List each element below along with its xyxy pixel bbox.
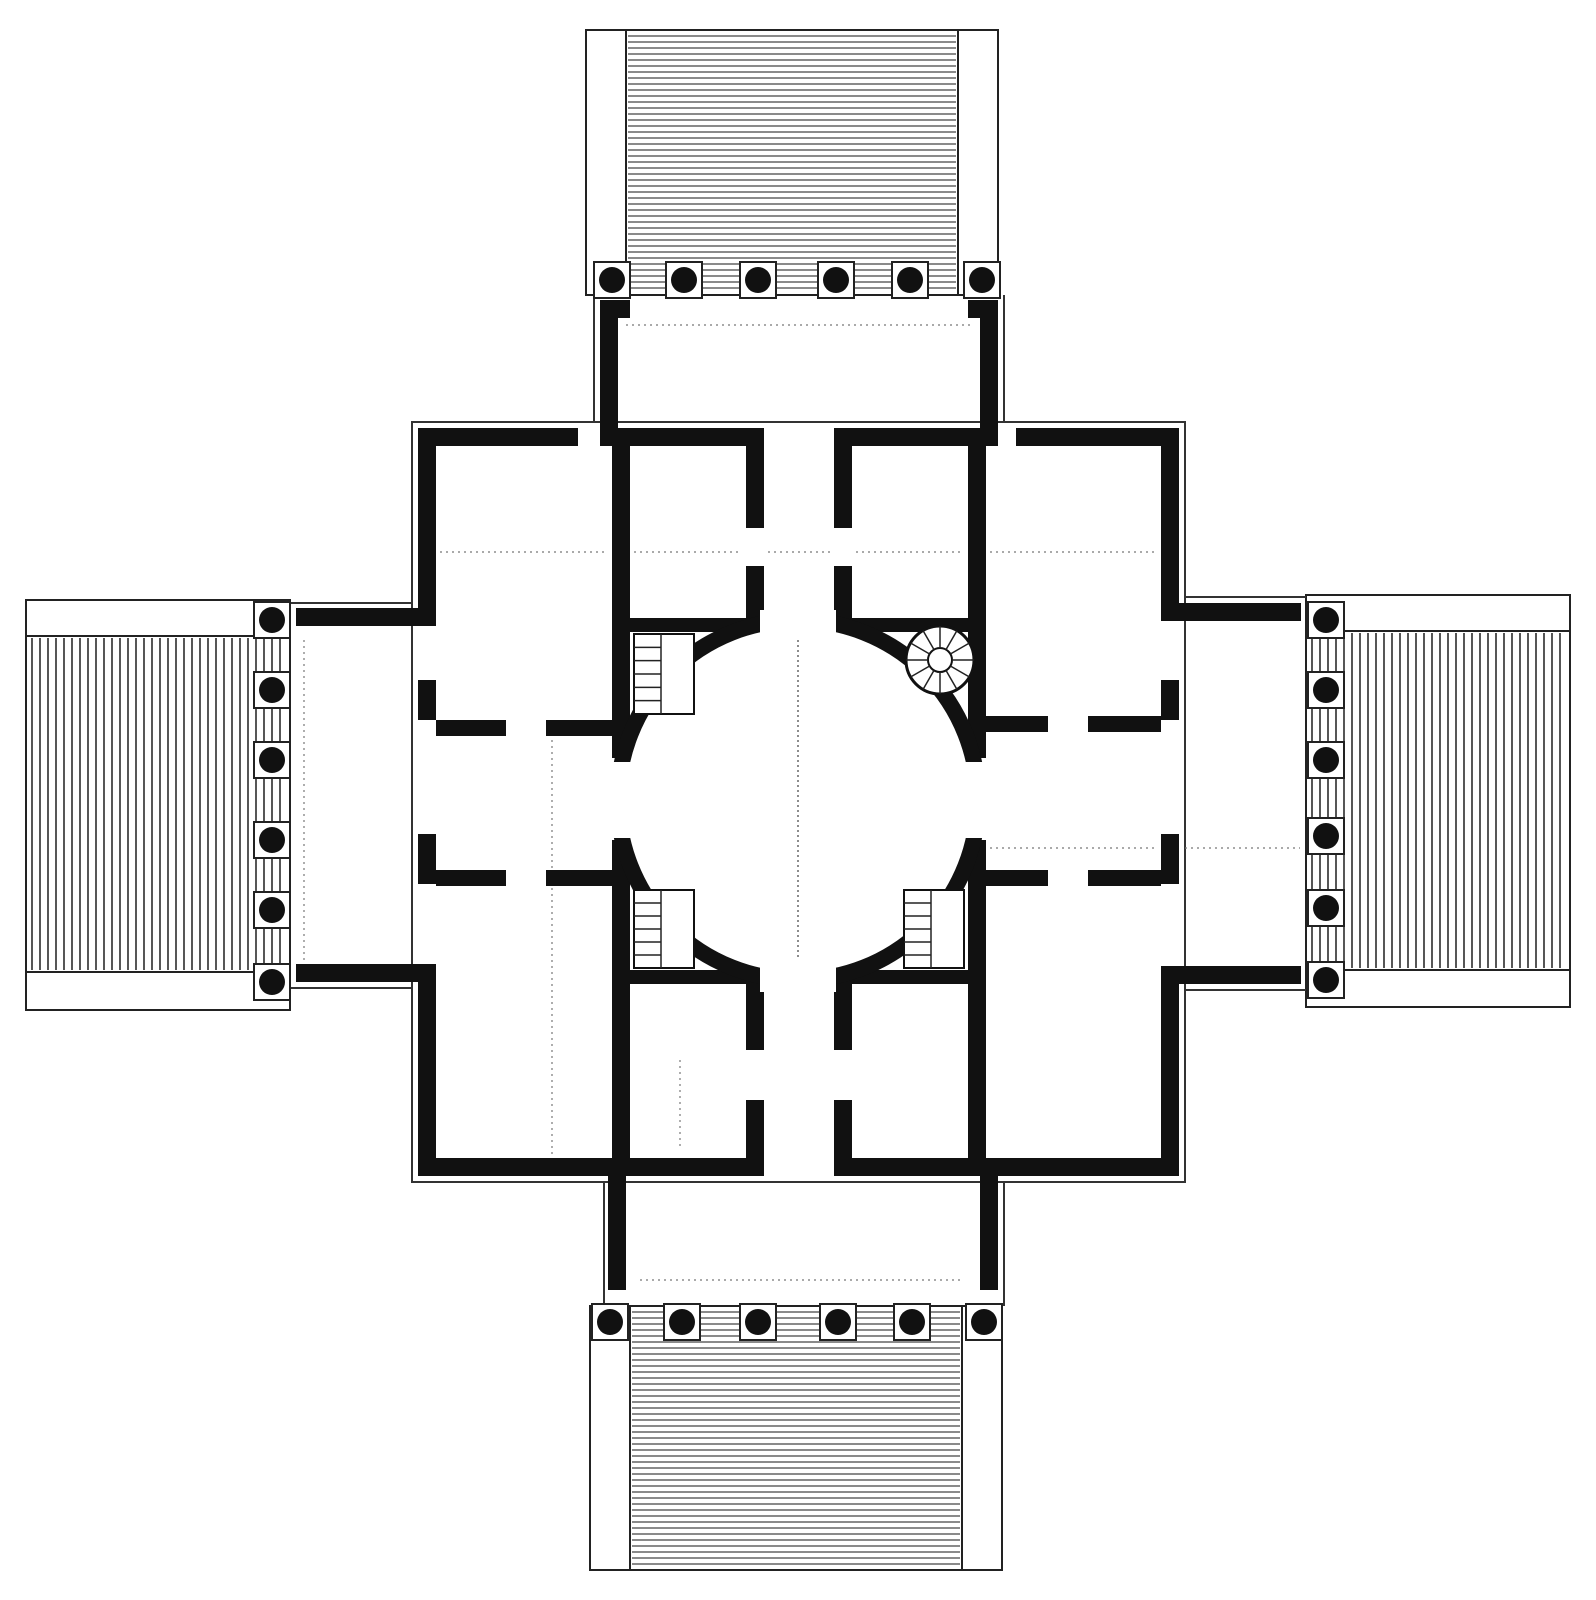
column-icon [253, 741, 291, 779]
staircase-icon [633, 633, 695, 715]
column-icon [663, 1303, 701, 1341]
central-rotunda [606, 610, 990, 992]
column-icon [1307, 671, 1345, 709]
columns-group [253, 261, 1345, 1341]
column-icon [253, 821, 291, 859]
column-icon [891, 261, 929, 299]
column-icon [1307, 817, 1345, 855]
column-icon [253, 601, 291, 639]
steps-icon [632, 1311, 960, 1565]
south-portico-walls [608, 1158, 998, 1290]
dimension-lines [303, 324, 1300, 1281]
spiral-stair-icon [904, 624, 976, 696]
north-steps [585, 29, 999, 296]
north-portico-walls [600, 300, 998, 446]
column-icon [1307, 961, 1345, 999]
column-icon [1307, 601, 1345, 639]
column-icon [819, 1303, 857, 1341]
column-icon [739, 261, 777, 299]
column-icon [1307, 741, 1345, 779]
staircase-icon [903, 889, 965, 969]
east-steps [1305, 594, 1571, 1008]
west-steps [25, 599, 291, 1011]
south-steps [589, 1305, 1003, 1571]
column-icon [593, 261, 631, 299]
column-icon [963, 261, 1001, 299]
portico-outlines [290, 295, 1306, 1306]
column-icon [253, 963, 291, 1001]
column-icon [253, 891, 291, 929]
main-block-outline [411, 421, 1186, 1183]
column-icon [965, 1303, 1003, 1341]
column-icon [817, 261, 855, 299]
column-icon [1307, 889, 1345, 927]
steps-icon [628, 35, 956, 289]
column-icon [665, 261, 703, 299]
east-portico-walls [1161, 603, 1301, 984]
interior-walls [436, 428, 1161, 1176]
main-block-walls [418, 428, 1179, 1176]
column-icon [893, 1303, 931, 1341]
west-portico-walls [296, 608, 436, 982]
staircase-icon [633, 889, 695, 969]
column-icon [591, 1303, 629, 1341]
column-icon [739, 1303, 777, 1341]
column-icon [253, 671, 291, 709]
